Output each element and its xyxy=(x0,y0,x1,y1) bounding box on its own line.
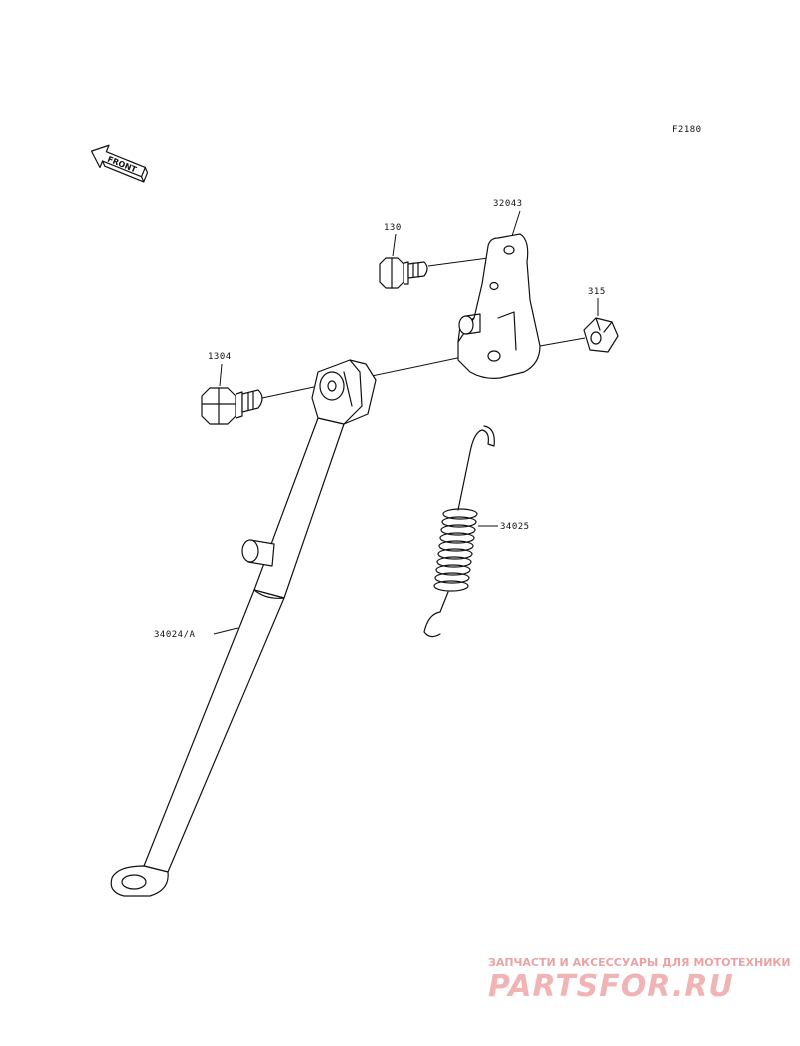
part-label-130: 130 xyxy=(384,223,402,233)
part-label-34024a: 34024/A xyxy=(154,630,196,640)
leader-34024a xyxy=(213,627,239,635)
bolt-1304 xyxy=(201,387,263,425)
bolt-130-axis-line xyxy=(427,257,489,267)
front-arrow-icon: FRONT xyxy=(90,144,149,183)
leader-1304 xyxy=(219,363,223,387)
bracket-32043 xyxy=(457,233,541,379)
watermark-logo: PARTSFOR.RU xyxy=(488,969,734,1004)
diagram-code: F2180 xyxy=(672,125,702,135)
nut-315 xyxy=(583,317,619,353)
part-label-34025: 34025 xyxy=(500,522,530,532)
spring-34025 xyxy=(423,425,495,638)
part-label-1304: 1304 xyxy=(208,352,232,362)
pivot-axis-line-left xyxy=(371,356,463,377)
part-label-315: 315 xyxy=(588,287,606,297)
pivot-axis-line-right xyxy=(539,337,586,347)
side-stand-34024a xyxy=(110,359,377,897)
watermark-subtitle: ЗАПЧАСТИ И АКСЕССУАРЫ ДЛЯ МОТОТЕХНИКИ xyxy=(488,956,791,969)
part-label-32043: 32043 xyxy=(493,199,523,209)
leader-130 xyxy=(392,233,397,257)
bolt-130 xyxy=(379,257,428,289)
leader-32043 xyxy=(511,210,521,237)
